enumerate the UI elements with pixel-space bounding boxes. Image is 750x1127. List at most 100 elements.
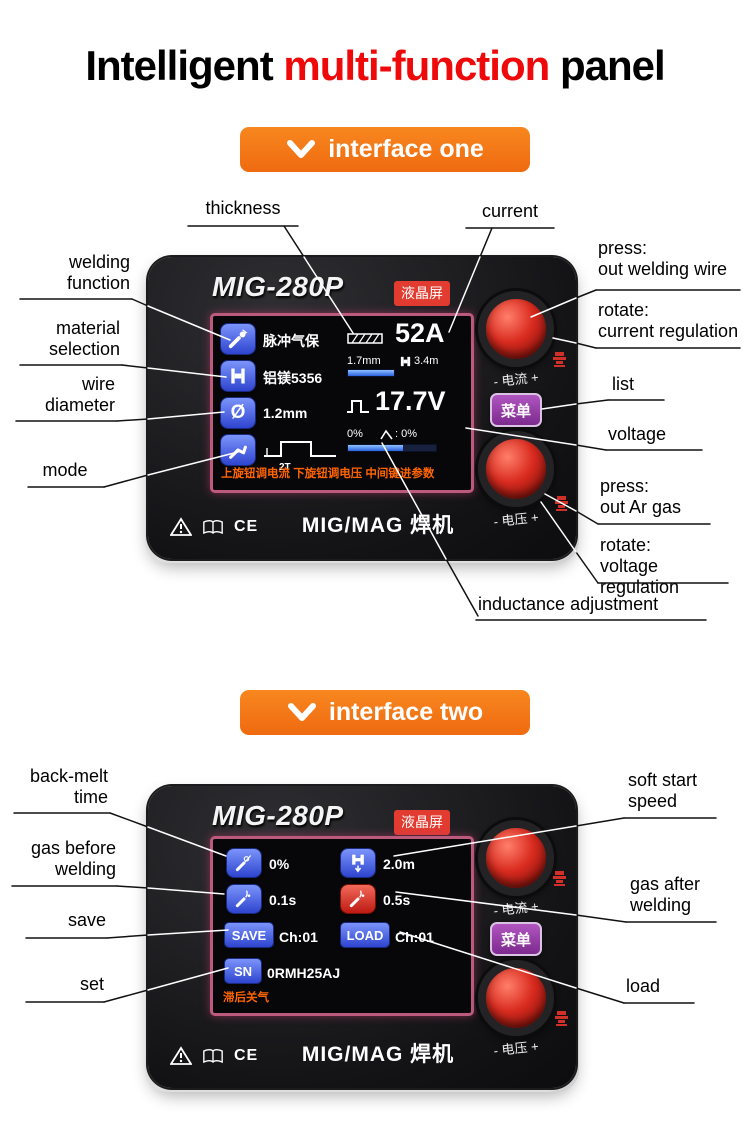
warning-icon — [170, 1046, 192, 1065]
page-title: Intelligent multi-function panel — [0, 42, 750, 90]
manual-book-icon — [203, 519, 223, 534]
torch-icon — [229, 445, 247, 459]
callout-voltage: voltage — [608, 424, 667, 444]
callout-mode: mode — [42, 460, 88, 480]
title-part-2: multi-function — [283, 42, 550, 90]
material-button — [221, 361, 255, 391]
interface-two-banner: interface two — [240, 690, 530, 735]
thickness-icon — [347, 333, 383, 344]
pulse-wave-icon — [347, 400, 369, 413]
material-value: 铝镁5356 — [263, 370, 323, 386]
sn-value: 0RMH25AJ — [267, 965, 341, 981]
welder-panel-one: MIG-280P 液晶屏 脉冲气保 铝镁5356 Ø 1.2mm — [148, 257, 576, 559]
soft-start-button — [341, 849, 375, 877]
back-melt-button — [227, 849, 261, 877]
menu-button[interactable]: 菜单 — [490, 922, 542, 956]
torch-gas-icon — [235, 890, 251, 908]
soft-start-value: 2.0m — [383, 856, 415, 872]
welding-function-value: 脉冲气保 — [263, 333, 319, 349]
wire-spool-icon — [231, 368, 245, 384]
current-knob[interactable] — [478, 291, 554, 367]
welding-function-button — [221, 324, 255, 354]
brand-text: MIG/MAG 焊机 — [301, 514, 455, 537]
title-part-1: Intelligent — [85, 42, 284, 90]
callout-set: set — [79, 974, 104, 994]
diameter-icon: Ø — [230, 402, 246, 423]
2t-waveform-icon — [264, 441, 336, 457]
wire-length-readout: 3.4m — [414, 355, 439, 367]
diameter-button: Ø — [221, 398, 255, 428]
current-knob[interactable] — [478, 820, 554, 896]
spool-mini-icon — [400, 356, 411, 367]
percent-left-readout: 0% — [347, 428, 363, 440]
diameter-value: 1.2mm — [263, 405, 308, 421]
lcd-badge: 液晶屏 — [394, 810, 450, 835]
current-knob-label: - 电流 + — [492, 369, 540, 390]
title-part-3: panel — [549, 42, 666, 90]
screen-hint: 上旋钮调电流 下旋钮调电压 中间键进参数 — [221, 468, 435, 480]
gas-after-button — [341, 885, 375, 913]
percent-right-readout: : 0% — [395, 428, 418, 440]
callout-rotate-current: rotate:current regulation — [598, 300, 739, 341]
callout-save: save — [67, 910, 106, 930]
callout-load: load — [626, 976, 661, 996]
chevron-down-icon — [287, 139, 316, 158]
callout-press-gas: press:out Ar gas — [600, 476, 682, 517]
brand-text: MIG/MAG 焊机 — [301, 1043, 455, 1066]
voltage-knob[interactable] — [478, 960, 554, 1036]
voltage-knob[interactable] — [478, 431, 554, 507]
torch-percent-icon — [235, 855, 252, 872]
interface-one-label: interface one — [328, 135, 484, 163]
ce-mark: CE — [234, 1047, 259, 1064]
model-name: MIG-280P — [212, 271, 344, 302]
voltage-readout: 17.7V — [375, 386, 446, 416]
load-channel: Ch:01 — [395, 929, 434, 945]
mode-button — [221, 435, 255, 465]
gas-before-value: 0.1s — [269, 892, 297, 908]
menu-button[interactable]: 菜单 — [490, 393, 542, 427]
brand-mark-icon — [554, 495, 569, 517]
brand-mark-icon — [554, 1010, 569, 1032]
manual-book-icon — [203, 1048, 223, 1063]
welder-panel-two: MIG-280P 液晶屏 0% 2.0m 0.1s 0.5s SAVE Ch:0… — [148, 786, 576, 1088]
callout-inductance: inductance adjustment — [478, 594, 659, 614]
interface-two-label: interface two — [328, 698, 484, 726]
gas-before-button — [227, 885, 261, 913]
callout-list: list — [612, 374, 634, 394]
callout-thickness: thickness — [205, 198, 281, 218]
callout-rotate-voltage: rotate:voltage regulation — [600, 535, 680, 597]
ce-mark: CE — [234, 518, 259, 535]
inductance-icon — [380, 429, 393, 440]
lcd-badge: 液晶屏 — [394, 281, 450, 306]
current-knob-label: - 电流 + — [492, 898, 540, 919]
callout-current: current — [481, 201, 539, 221]
chevron-down-icon — [287, 702, 316, 721]
model-name: MIG-280P — [212, 800, 344, 831]
certification-row: CE — [170, 517, 258, 537]
thickness-bar — [347, 369, 395, 377]
spool-arrow-icon — [352, 854, 364, 873]
back-melt-value: 0% — [269, 856, 290, 872]
gas-after-value: 0.5s — [383, 892, 411, 908]
callout-press-wire: press:out welding wire — [598, 238, 728, 279]
brand-mark-icon — [552, 870, 567, 892]
save-indicator: SAVE — [225, 923, 273, 947]
sn-indicator: SN — [225, 959, 261, 983]
thickness-readout: 1.7mm — [347, 355, 381, 367]
pulse-torch-icon — [228, 329, 248, 349]
certification-row: CE — [170, 1046, 258, 1066]
interface-one-banner: interface one — [240, 127, 530, 172]
2t-label: 2T — [279, 462, 291, 473]
warning-icon — [170, 517, 192, 536]
brand-mark-icon — [552, 351, 567, 373]
load-indicator: LOAD — [341, 923, 389, 947]
torch-gas-icon — [349, 890, 365, 908]
